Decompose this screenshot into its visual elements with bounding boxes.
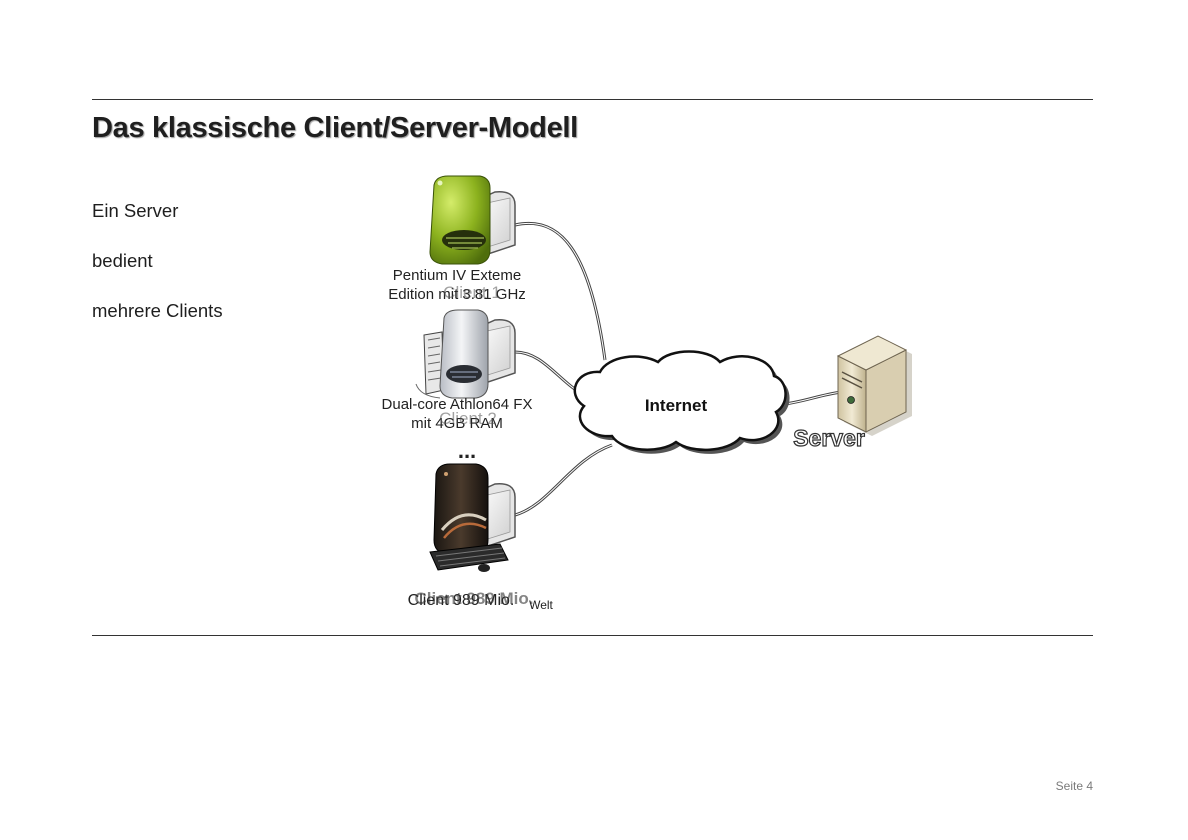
top-divider <box>92 99 1093 100</box>
client-label: Client 2 <box>439 409 497 428</box>
slide-title: Das klassische Client/Server-Modell <box>92 112 578 144</box>
link-client-n <box>514 444 613 516</box>
bullet-list: Ein Server bedient mehrere Clients <box>92 200 223 350</box>
ellipsis-indicator: ... <box>458 438 476 463</box>
keyboard-icon <box>429 543 509 572</box>
server: Server <box>793 335 912 452</box>
client-caption: Client 989 Mio. <box>408 592 515 609</box>
client-caption: Welt <box>529 598 553 612</box>
client-caption: Edition mit 3.81 GHz <box>388 286 526 303</box>
client-label: Client 989 Mio. <box>414 589 533 608</box>
client-caption: Dual-core Athlon64 FX <box>382 396 533 413</box>
client-n: Client 989 Mio. Welt Client 989 Mio. <box>408 463 554 612</box>
client-caption: Pentium IV Exteme <box>393 267 521 284</box>
server-icon <box>836 335 912 436</box>
tower-icon <box>415 309 489 399</box>
client-label: Client 1 <box>443 283 501 302</box>
bullet-item: mehrere Clients <box>92 300 223 321</box>
page-number: Seite 4 <box>1055 779 1093 793</box>
tower-icon <box>433 463 489 555</box>
client-2: Dual-core Athlon64 FX mit 4GB RAM Client… <box>382 309 533 432</box>
client-caption: mit 4GB RAM <box>411 415 503 432</box>
bullet-item: Ein Server <box>92 200 179 221</box>
client-1: Pentium IV Exteme Edition mit 3.81 GHz C… <box>388 175 526 303</box>
link-client-1 <box>514 222 606 361</box>
internet-label: Internet <box>645 396 708 415</box>
bottom-divider <box>92 635 1093 636</box>
internet-cloud: Internet <box>573 350 790 454</box>
bullet-item: bedient <box>92 250 153 271</box>
tower-icon <box>429 175 491 265</box>
server-label: Server <box>793 425 865 451</box>
